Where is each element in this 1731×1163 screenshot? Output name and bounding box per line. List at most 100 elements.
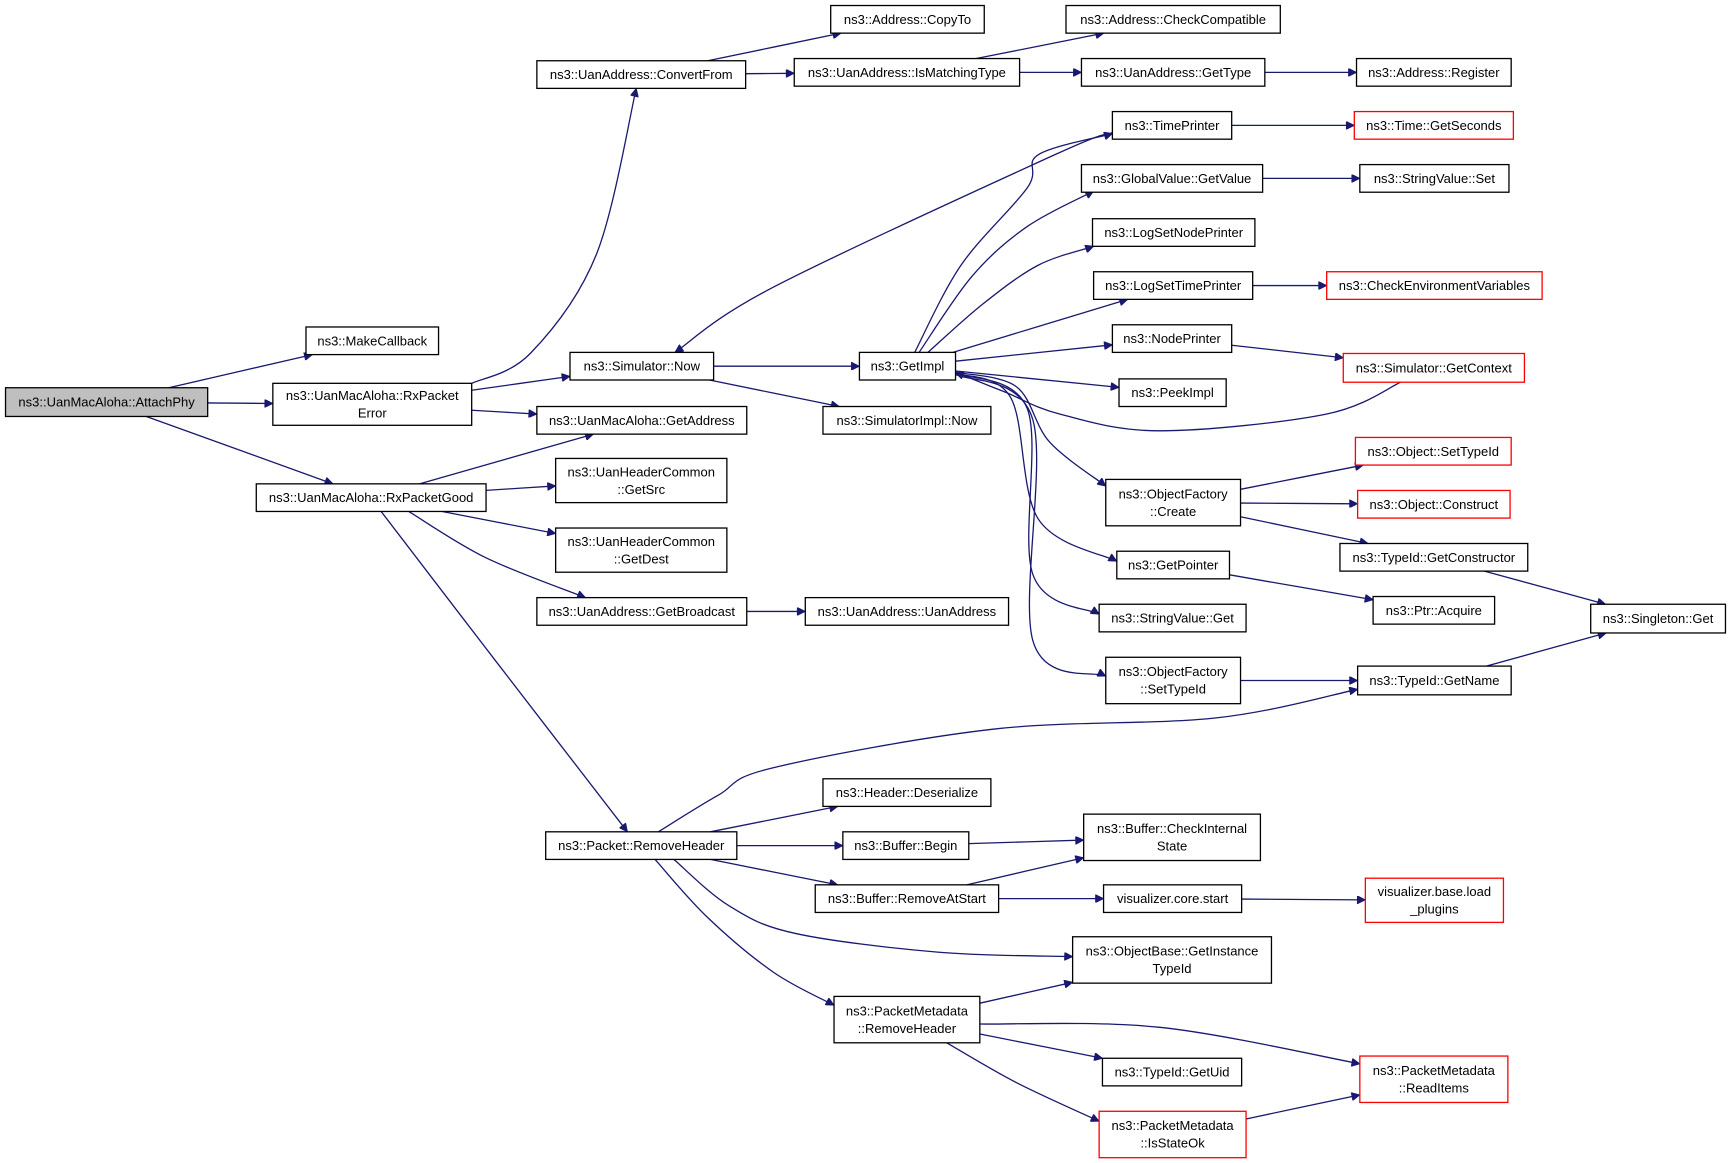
node-globalvalue-getvalue[interactable]: ns3::GlobalValue::GetValue (1080, 163, 1264, 193)
edge-rxpacketgood-to-removeheader (380, 511, 627, 831)
node-simulator-getcontext[interactable]: ns3::Simulator::GetContext (1342, 352, 1526, 383)
node-objectbase-getinstancetypeid-label-1: TypeId (1153, 961, 1192, 976)
node-objectfactory-settypeid[interactable]: ns3::ObjectFactory::SetTypeId (1105, 656, 1242, 705)
node-simulatorimpl-now-label-0: ns3::SimulatorImpl::Now (836, 413, 977, 428)
node-getimpl-label-0: ns3::GetImpl (871, 359, 945, 374)
node-packet-removeheader-box (545, 831, 738, 861)
node-uanmacaloha-rxpacketerror-box (272, 382, 473, 426)
node-stringvalue-get-label-0: ns3::StringValue::Get (1111, 611, 1234, 626)
node-time-getseconds[interactable]: ns3::Time::GetSeconds (1353, 110, 1515, 140)
node-uanaddress-uanaddress[interactable]: ns3::UanAddress::UanAddress (804, 596, 1010, 626)
edge-rxpacketerror-to-convertfrom (471, 88, 637, 384)
node-simulator-now-label-0: ns3::Simulator::Now (584, 359, 701, 374)
node-buffer-removeatstart-box (814, 884, 1000, 914)
node-nodeprinter[interactable]: ns3::NodePrinter (1111, 324, 1233, 354)
node-uanaddress-gettype-box (1080, 57, 1266, 87)
node-buffer-removeatstart[interactable]: ns3::Buffer::RemoveAtStart (814, 884, 1000, 914)
node-singleton-get[interactable]: ns3::Singleton::Get (1590, 603, 1727, 634)
node-packetmetadata-isstateok[interactable]: ns3::PacketMetadata::IsStateOk (1098, 1110, 1247, 1159)
node-address-register[interactable]: ns3::Address::Register (1355, 57, 1512, 87)
node-buffer-begin-label-0: ns3::Buffer::Begin (854, 838, 957, 853)
node-simulator-now[interactable]: ns3::Simulator::Now (569, 351, 715, 381)
node-singleton-get-box (1590, 603, 1727, 634)
node-header-deserialize[interactable]: ns3::Header::Deserialize (822, 778, 992, 808)
node-packetmetadata-removeheader[interactable]: ns3::PacketMetadata::RemoveHeader (833, 995, 981, 1044)
node-timeprinter-label-0: ns3::TimePrinter (1125, 118, 1221, 133)
node-getimpl[interactable]: ns3::GetImpl (858, 351, 957, 381)
node-object-settypeid[interactable]: ns3::Object::SetTypeId (1354, 436, 1512, 466)
node-uanaddress-getbroadcast[interactable]: ns3::UanAddress::GetBroadcast (536, 596, 748, 626)
edge-getimpl-to-timeprinter (914, 134, 1113, 353)
node-uanmacaloha-getaddress[interactable]: ns3::UanMacAloha::GetAddress (536, 405, 748, 435)
node-logsettimeprinter[interactable]: ns3::LogSetTimePrinter (1092, 271, 1254, 301)
node-address-register-label-0: ns3::Address::Register (1368, 65, 1500, 80)
node-logsetnodeprinter-box (1091, 218, 1256, 247)
node-uanmacaloha-rxpacketgood-box (255, 483, 487, 513)
node-visualizer-base-load-plugins-box (1364, 877, 1505, 924)
edge-getimpl-to-ofcreate (955, 371, 1106, 486)
node-object-construct[interactable]: ns3::Object::Construct (1356, 489, 1511, 519)
node-getpointer[interactable]: ns3::GetPointer (1116, 550, 1231, 580)
node-getpointer-box (1116, 550, 1231, 580)
edge-ofcreate-to-objconstruct (1240, 503, 1358, 504)
node-uanaddress-getbroadcast-label-0: ns3::UanAddress::GetBroadcast (549, 604, 736, 619)
node-uanmacaloha-attachphy[interactable]: ns3::UanMacAloha::AttachPhy (4, 387, 209, 418)
node-typeid-getname[interactable]: ns3::TypeId::GetName (1356, 665, 1512, 696)
node-typeid-getuid[interactable]: ns3::TypeId::GetUid (1101, 1057, 1243, 1087)
node-typeid-getname-label-0: ns3::TypeId::GetName (1369, 673, 1499, 688)
node-logsetnodeprinter[interactable]: ns3::LogSetNodePrinter (1091, 218, 1256, 247)
node-uanmacaloha-rxpacketgood[interactable]: ns3::UanMacAloha::RxPacketGood (255, 483, 487, 513)
node-visualizer-core-start[interactable]: visualizer.core.start (1102, 884, 1243, 914)
edge-rxpacketgood-to-getdest (442, 510, 555, 533)
node-time-getseconds-label-0: ns3::Time::GetSeconds (1366, 118, 1502, 133)
node-stringvalue-get[interactable]: ns3::StringValue::Get (1098, 603, 1247, 633)
node-address-copyto-label-0: ns3::Address::CopyTo (844, 12, 971, 27)
node-uanaddress-convertfrom[interactable]: ns3::UanAddress::ConvertFrom (536, 60, 747, 90)
node-logsetnodeprinter-label-0: ns3::LogSetNodePrinter (1104, 225, 1243, 240)
node-address-copyto[interactable]: ns3::Address::CopyTo (830, 4, 985, 34)
node-uanheadercommon-getsrc[interactable]: ns3::UanHeaderCommon::GetSrc (554, 457, 728, 504)
edge-attachphy-to-rxpacketerror (207, 403, 273, 404)
node-ptr-acquire[interactable]: ns3::Ptr::Acquire (1372, 595, 1496, 625)
edge-vizcorestart-to-vizbaseload (1241, 899, 1366, 900)
node-packet-removeheader[interactable]: ns3::Packet::RemoveHeader (545, 831, 738, 861)
node-header-deserialize-label-0: ns3::Header::Deserialize (836, 785, 978, 800)
edge-rxpacketgood-to-getaddress (419, 434, 593, 485)
node-uanaddress-ismatchingtype[interactable]: ns3::UanAddress::IsMatchingType (793, 57, 1021, 87)
node-object-construct-box (1356, 489, 1511, 519)
node-stringvalue-set[interactable]: ns3::StringValue::Set (1359, 163, 1510, 193)
node-packet-removeheader-label-0: ns3::Packet::RemoveHeader (558, 838, 725, 853)
edge-pmremoveheader-to-obgetinstancetypeid (979, 982, 1073, 1004)
node-simulatorimpl-now[interactable]: ns3::SimulatorImpl::Now (822, 405, 992, 435)
node-objectbase-getinstancetypeid-label-0: ns3::ObjectBase::GetInstance (1086, 944, 1259, 959)
node-peekimpl-label-0: ns3::PeekImpl (1131, 385, 1213, 400)
node-objectfactory-create[interactable]: ns3::ObjectFactory::Create (1105, 478, 1242, 527)
node-checkenvironmentvariables[interactable]: ns3::CheckEnvironmentVariables (1326, 271, 1543, 301)
node-packetmetadata-removeheader-label-0: ns3::PacketMetadata (846, 1003, 969, 1018)
node-typeid-getuid-label-0: ns3::TypeId::GetUid (1115, 1065, 1230, 1080)
node-uanheadercommon-getsrc-box (554, 457, 728, 504)
edge-pmremoveheader-to-typeidgetuid (979, 1033, 1103, 1058)
node-makecallback[interactable]: ns3::MakeCallback (305, 326, 440, 356)
node-objectfactory-create-label-0: ns3::ObjectFactory (1119, 486, 1229, 501)
node-typeid-getuid-box (1101, 1057, 1243, 1087)
node-uanaddress-gettype[interactable]: ns3::UanAddress::GetType (1080, 57, 1266, 87)
node-timeprinter[interactable]: ns3::TimePrinter (1111, 110, 1233, 140)
edge-ismatchingtype-to-checkcompatible (976, 33, 1104, 60)
node-visualizer-base-load-plugins[interactable]: visualizer.base.load_plugins (1364, 877, 1505, 924)
node-peekimpl[interactable]: ns3::PeekImpl (1118, 378, 1227, 408)
edge-getimpl-to-logsettimeprinter (952, 299, 1128, 354)
node-uanmacaloha-attachphy-box (4, 387, 209, 418)
node-buffer-begin[interactable]: ns3::Buffer::Begin (842, 831, 970, 861)
node-address-checkcompatible[interactable]: ns3::Address::CheckCompatible (1065, 4, 1281, 34)
edge-getimpl-to-peekimpl (955, 370, 1119, 387)
edge-simnow-to-simimplnow (709, 379, 839, 407)
node-uanaddress-convertfrom-box (536, 60, 747, 90)
node-uanheadercommon-getdest[interactable]: ns3::UanHeaderCommon::GetDest (554, 527, 728, 573)
node-packetmetadata-readitems[interactable]: ns3::PacketMetadata::ReadItems (1359, 1055, 1509, 1104)
node-typeid-getconstructor[interactable]: ns3::TypeId::GetConstructor (1339, 542, 1529, 572)
